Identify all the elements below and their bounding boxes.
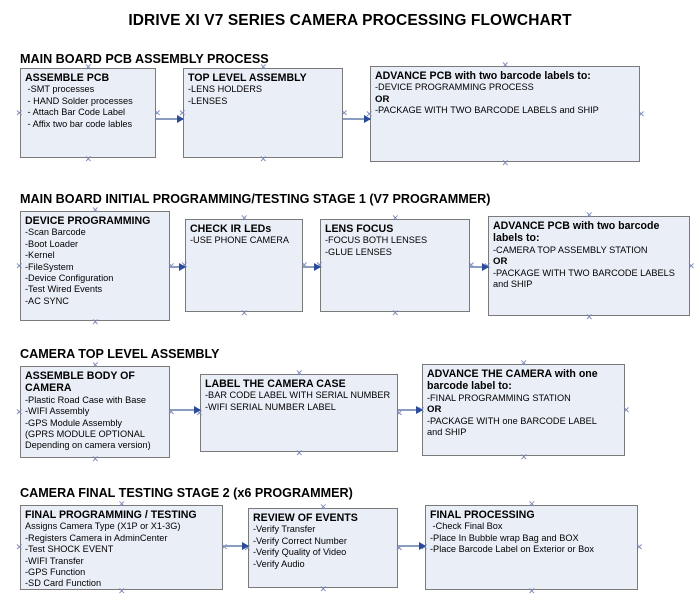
connector-arrow-icon[interactable] <box>170 263 186 271</box>
node-line: -PACKAGE WITH TWO BARCODE LABELS and SHI… <box>375 105 599 116</box>
node-line: and SHIP <box>427 427 467 438</box>
node-line: (GPRS MODULE OPTIONAL <box>25 429 145 440</box>
node-line: -Scan Barcode <box>25 227 86 238</box>
connector-arrow-icon[interactable] <box>398 406 423 414</box>
node-title-advance-pcb-two-barcode-labels: ADVANCE PCB with two barcode labels to: <box>375 70 591 82</box>
node-title-assemble-body-of-camera: ASSEMBLE BODY OF CAMERA <box>25 370 135 395</box>
node-line: -Device Configuration <box>25 273 114 284</box>
node-line: -PACKAGE WITH TWO BARCODE LABELS <box>493 267 675 278</box>
node-advance-pcb-to-camera-top-assembly[interactable]: ADVANCE PCB with two barcode labels to:-… <box>488 216 690 316</box>
connector-arrow-icon[interactable] <box>170 406 201 414</box>
node-line: and SHIP <box>493 279 533 290</box>
connector-arrow-icon[interactable] <box>398 542 426 550</box>
node-line: - Affix two bar code lables <box>25 118 133 129</box>
node-line: -Place In Bubble wrap Bag and BOX <box>430 532 579 543</box>
node-line: -WIFI Transfer <box>25 555 84 566</box>
connector-arrow-icon[interactable] <box>156 115 184 123</box>
node-line: OR <box>375 93 390 105</box>
node-line: -WIFI Assembly <box>25 406 90 417</box>
node-line: -Registers Camera in AdminCenter <box>25 532 168 543</box>
node-line: - HAND Solder processes <box>25 95 133 106</box>
node-assemble-body-of-camera[interactable]: ASSEMBLE BODY OF CAMERA-Plastic Road Cas… <box>20 366 170 458</box>
connector-arrow-icon[interactable] <box>223 542 249 550</box>
node-check-ir-leds[interactable]: CHECK IR LEDs-USE PHONE CAMERA <box>185 219 303 312</box>
node-line: -Place Barcode Label on Exterior or Box <box>430 544 594 555</box>
node-line: -FileSystem <box>25 261 74 272</box>
node-line: -CAMERA TOP ASSEMBLY STATION <box>493 244 648 255</box>
node-line: OR <box>427 404 442 416</box>
node-advance-pcb-two-barcode-labels[interactable]: ADVANCE PCB with two barcode labels to:-… <box>370 66 640 162</box>
page-title: IDRIVE XI V7 SERIES CAMERA PROCESSING FL… <box>128 12 572 29</box>
node-title-top-level-assembly: TOP LEVEL ASSEMBLY <box>188 72 307 84</box>
node-line: -Verify Audio <box>253 558 305 569</box>
node-line: -WIFI SERIAL NUMBER LABEL <box>205 401 336 412</box>
node-line: -Boot Loader <box>25 238 79 249</box>
connector-arrow-icon[interactable] <box>303 263 321 271</box>
node-line: -Check Final Box <box>430 521 503 532</box>
node-title-label-the-camera-case: LABEL THE CAMERA CASE <box>205 378 346 390</box>
node-line: -FINAL PROGRAMMING STATION <box>427 392 571 403</box>
node-review-of-events[interactable]: REVIEW OF EVENTS-Verify Transfer-Verify … <box>248 508 398 588</box>
node-line: -Verify Quality of Video <box>253 547 347 558</box>
node-line: -GPS Function <box>25 567 86 578</box>
node-line: -PACKAGE WITH one BARCODE LABEL <box>427 415 597 426</box>
node-label-the-camera-case[interactable]: LABEL THE CAMERA CASE-BAR CODE LABEL WIT… <box>200 374 398 452</box>
connector-arrow-icon[interactable] <box>470 263 489 271</box>
node-line: -GLUE LENSES <box>325 246 392 257</box>
node-line: Assigns Camera Type (X1P or X1-3G) <box>25 521 181 532</box>
node-title-final-processing: FINAL PROCESSING <box>430 509 535 521</box>
node-line: -FOCUS BOTH LENSES <box>325 235 428 246</box>
node-line: -BAR CODE LABEL WITH SERIAL NUMBER <box>205 390 391 401</box>
node-line: -LENSES <box>188 95 228 106</box>
node-title-lens-focus: LENS FOCUS <box>325 223 394 235</box>
node-final-processing[interactable]: FINAL PROCESSING -Check Final Box-Place … <box>425 505 638 590</box>
node-line: -Test Wired Events <box>25 284 103 295</box>
node-line: Depending on camera version) <box>25 440 151 451</box>
node-line: -SD Card Function <box>25 578 102 589</box>
node-line: OR <box>493 256 508 268</box>
section-heading-main-board-initial-programming-testing-stage-1: MAIN BOARD INITIAL PROGRAMMING/TESTING S… <box>20 192 491 206</box>
section-heading-camera-top-level-assembly: CAMERA TOP LEVEL ASSEMBLY <box>20 347 220 361</box>
node-line: -Plastic Road Case with Base <box>25 394 147 405</box>
node-assemble-pcb[interactable]: ASSEMBLE PCB -SMT processes - HAND Solde… <box>20 68 156 158</box>
node-title-review-of-events: REVIEW OF EVENTS <box>253 512 358 524</box>
node-line: -GPS Module Assembly <box>25 417 123 428</box>
node-line: -LENS HOLDERS <box>188 84 263 95</box>
node-line: -Verify Correct Number <box>253 535 347 546</box>
node-title-advance-pcb-to-camera-top-assembly: ADVANCE PCB with two barcode labels to: <box>493 220 660 245</box>
node-line: -SMT processes <box>25 84 95 95</box>
connector-arrow-icon[interactable] <box>343 115 371 123</box>
node-line: -DEVICE PROGRAMMING PROCESS <box>375 82 534 93</box>
node-line: -AC SYNC <box>25 295 69 306</box>
node-line: -Verify Transfer <box>253 524 316 535</box>
node-title-assemble-pcb: ASSEMBLE PCB <box>25 72 110 84</box>
node-line: -Kernel <box>25 250 55 261</box>
node-line: - Attach Bar Code Label <box>25 107 126 118</box>
section-heading-main-board-pcb-assembly-process: MAIN BOARD PCB ASSEMBLY PROCESS <box>20 52 269 66</box>
node-title-advance-the-camera-one-barcode-label: ADVANCE THE CAMERA with one barcode labe… <box>427 368 598 393</box>
node-lens-focus[interactable]: LENS FOCUS-FOCUS BOTH LENSES-GLUE LENSES <box>320 219 470 312</box>
node-title-device-programming: DEVICE PROGRAMMING <box>25 215 151 227</box>
section-heading-camera-final-testing-stage-2: CAMERA FINAL TESTING STAGE 2 (x6 PROGRAM… <box>20 486 353 500</box>
node-line: -Test SHOCK EVENT <box>25 544 114 555</box>
node-top-level-assembly[interactable]: TOP LEVEL ASSEMBLY-LENS HOLDERS-LENSES <box>183 68 343 158</box>
node-device-programming[interactable]: DEVICE PROGRAMMING-Scan Barcode-Boot Loa… <box>20 211 170 321</box>
node-title-final-programming-testing: FINAL PROGRAMMING / TESTING <box>25 509 197 521</box>
node-advance-the-camera-one-barcode-label[interactable]: ADVANCE THE CAMERA with one barcode labe… <box>422 364 625 456</box>
node-line: -USE PHONE CAMERA <box>190 235 290 246</box>
node-title-check-ir-leds: CHECK IR LEDs <box>190 223 272 235</box>
